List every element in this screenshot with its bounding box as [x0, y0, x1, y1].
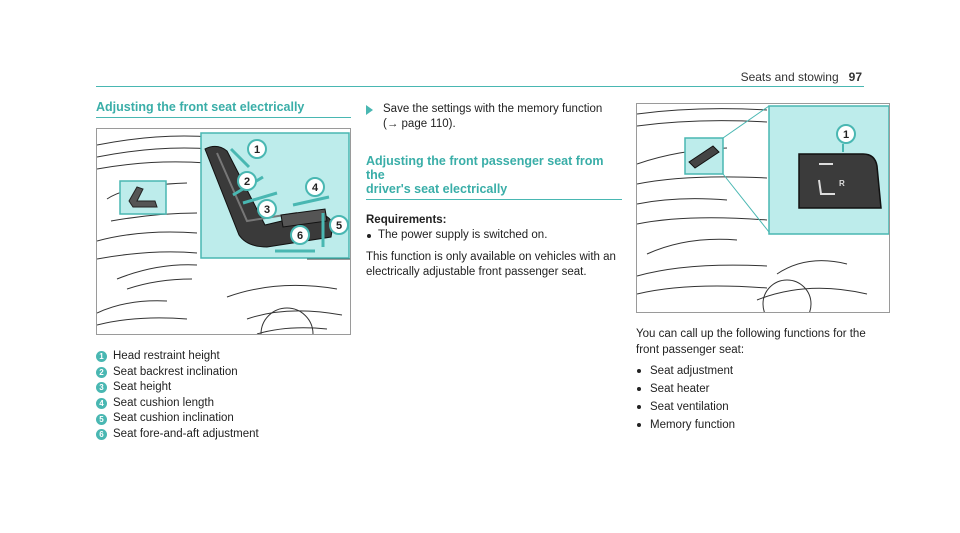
- passenger-switch-illustration: R 1: [636, 103, 890, 313]
- svg-text:6: 6: [297, 230, 303, 242]
- section-title-front-seat: Adjusting the front seat electrically: [96, 100, 351, 118]
- list-item: 2 Seat backrest inclination: [96, 365, 351, 381]
- callout-label: Seat fore-and-aft adjustment: [113, 427, 259, 440]
- callout-number: 1: [96, 351, 107, 363]
- switch-r-label: R: [839, 179, 845, 188]
- title-line: driver's seat electrically: [366, 182, 508, 196]
- running-head: Seats and stowing 97: [741, 70, 862, 84]
- svg-text:5: 5: [336, 220, 342, 232]
- title-line: Adjusting the front passenger seat from …: [366, 154, 604, 182]
- chapter-title: Seats and stowing: [740, 70, 839, 84]
- callout-number: 6: [96, 429, 107, 441]
- svg-text:1: 1: [254, 144, 260, 156]
- availability-note: This function is only available on vehic…: [366, 250, 616, 279]
- list-item: Seat ventilation: [636, 398, 890, 416]
- callout-number: 2: [96, 366, 107, 378]
- column-passenger-seat: Save the settings with the memory functi…: [366, 100, 622, 281]
- callout-number: 4: [96, 398, 107, 410]
- functions-intro: You can call up the following functions …: [636, 328, 866, 356]
- list-item: 5 Seat cushion inclination: [96, 411, 351, 427]
- callout-number: 1: [843, 129, 849, 141]
- functions-list: Seat adjustment Seat heater Seat ventila…: [636, 362, 890, 434]
- list-item: Memory function: [636, 416, 890, 434]
- door-switch-drawing: R 1: [637, 105, 889, 312]
- callout-label: Seat cushion length: [113, 396, 215, 409]
- page-number: 97: [848, 70, 862, 84]
- list-item: The power supply is switched on.: [366, 228, 622, 244]
- list-item: 3 Seat height: [96, 380, 351, 396]
- callout-label: Seat backrest inclination: [113, 365, 238, 378]
- header-rule: [96, 86, 864, 87]
- list-item: Seat adjustment: [636, 362, 890, 380]
- callout-label: Head restraint height: [113, 350, 220, 362]
- seat-switch-illustration: 1 2 3 4 5 6: [96, 128, 351, 335]
- callout-label: Seat height: [113, 381, 172, 394]
- section-title-passenger-seat: Adjusting the front passenger seat from …: [366, 154, 622, 200]
- svg-text:3: 3: [264, 204, 270, 216]
- list-item: 4 Seat cushion length: [96, 396, 351, 412]
- requirements-label: Requirements:: [366, 214, 447, 226]
- list-item: 6 Seat fore-and-aft adjustment: [96, 427, 351, 443]
- list-item: 1 Head restraint height: [96, 349, 351, 365]
- column-functions: R 1 You can call up the following functi…: [636, 100, 890, 434]
- instruction-step: Save the settings with the memory functi…: [366, 102, 622, 132]
- page-reference[interactable]: (→ page 110).: [383, 118, 456, 130]
- column-front-seat: Adjusting the front seat electrically: [96, 100, 351, 443]
- door-panel-drawing: 1 2 3 4 5 6: [97, 132, 350, 334]
- callout-number: 5: [96, 413, 107, 425]
- step-arrow-icon: [366, 105, 373, 115]
- requirements-list: The power supply is switched on.: [366, 228, 622, 244]
- callout-number: 3: [96, 382, 107, 394]
- callout-list: 1 Head restraint height 2 Seat backrest in…: [96, 349, 351, 443]
- callout-label: Seat cushion inclination: [113, 412, 234, 425]
- svg-text:4: 4: [312, 182, 319, 194]
- step-text: Save the settings with the memory functi…: [383, 103, 603, 115]
- svg-text:2: 2: [244, 176, 250, 188]
- list-item: Seat heater: [636, 380, 890, 398]
